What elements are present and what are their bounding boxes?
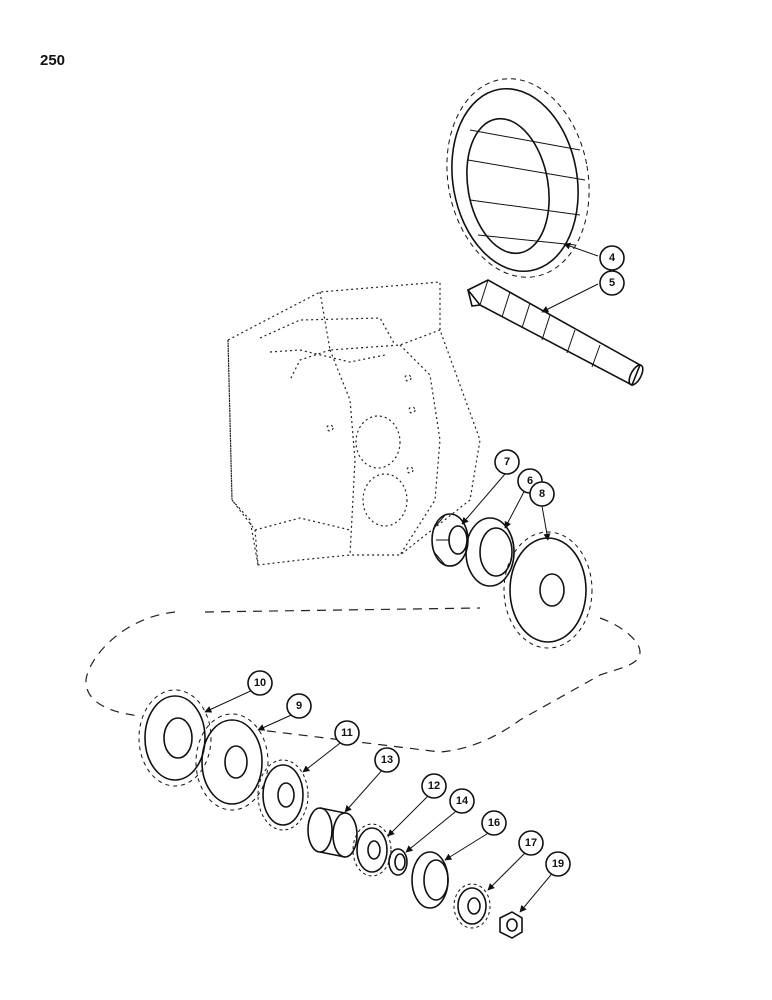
callout-14: 14	[449, 788, 475, 814]
callout-8: 8	[529, 481, 555, 507]
callout-7: 7	[494, 449, 520, 475]
gear-10	[138, 689, 212, 787]
svg-text:19: 19	[552, 858, 564, 870]
svg-text:13: 13	[381, 754, 393, 766]
washer-14	[388, 848, 408, 876]
callout-leaders	[204, 242, 599, 913]
sleeve-13	[307, 807, 358, 858]
subassembly-outline	[85, 607, 641, 753]
callout-11: 11	[334, 720, 360, 746]
gear-12	[352, 823, 392, 877]
svg-text:17: 17	[525, 837, 537, 849]
callout-12: 12	[421, 773, 447, 799]
svg-text:16: 16	[488, 817, 500, 829]
svg-text:10: 10	[254, 677, 266, 689]
bearing-cup	[465, 517, 515, 587]
callout-16: 16	[481, 810, 507, 836]
svg-text:11: 11	[341, 727, 353, 739]
callout-19: 19	[545, 851, 571, 877]
gear-8	[503, 531, 593, 649]
svg-text:14: 14	[456, 795, 469, 807]
gear-9	[195, 713, 269, 811]
svg-text:5: 5	[609, 277, 615, 289]
pinion-shaft	[466, 279, 644, 387]
callout-10: 10	[247, 670, 273, 696]
gear-11	[257, 759, 309, 831]
svg-text:12: 12	[428, 780, 440, 792]
svg-text:9: 9	[296, 700, 302, 712]
callout-13: 13	[374, 747, 400, 773]
bearing-cone-17	[453, 883, 491, 929]
svg-text:6: 6	[527, 475, 533, 487]
nut-19	[499, 911, 523, 939]
svg-text:8: 8	[539, 488, 545, 500]
bearing-cone	[431, 513, 469, 567]
bearing-cup-16	[411, 851, 449, 909]
callout-4: 4	[599, 245, 625, 271]
svg-text:4: 4	[609, 252, 616, 264]
transmission-housing	[227, 281, 481, 566]
callout-17: 17	[518, 830, 544, 856]
callout-9: 9	[286, 693, 312, 719]
svg-text:7: 7	[504, 456, 510, 468]
ring-gear	[446, 78, 590, 278]
page-number: 250	[40, 52, 66, 69]
callout-5: 5	[599, 270, 625, 296]
